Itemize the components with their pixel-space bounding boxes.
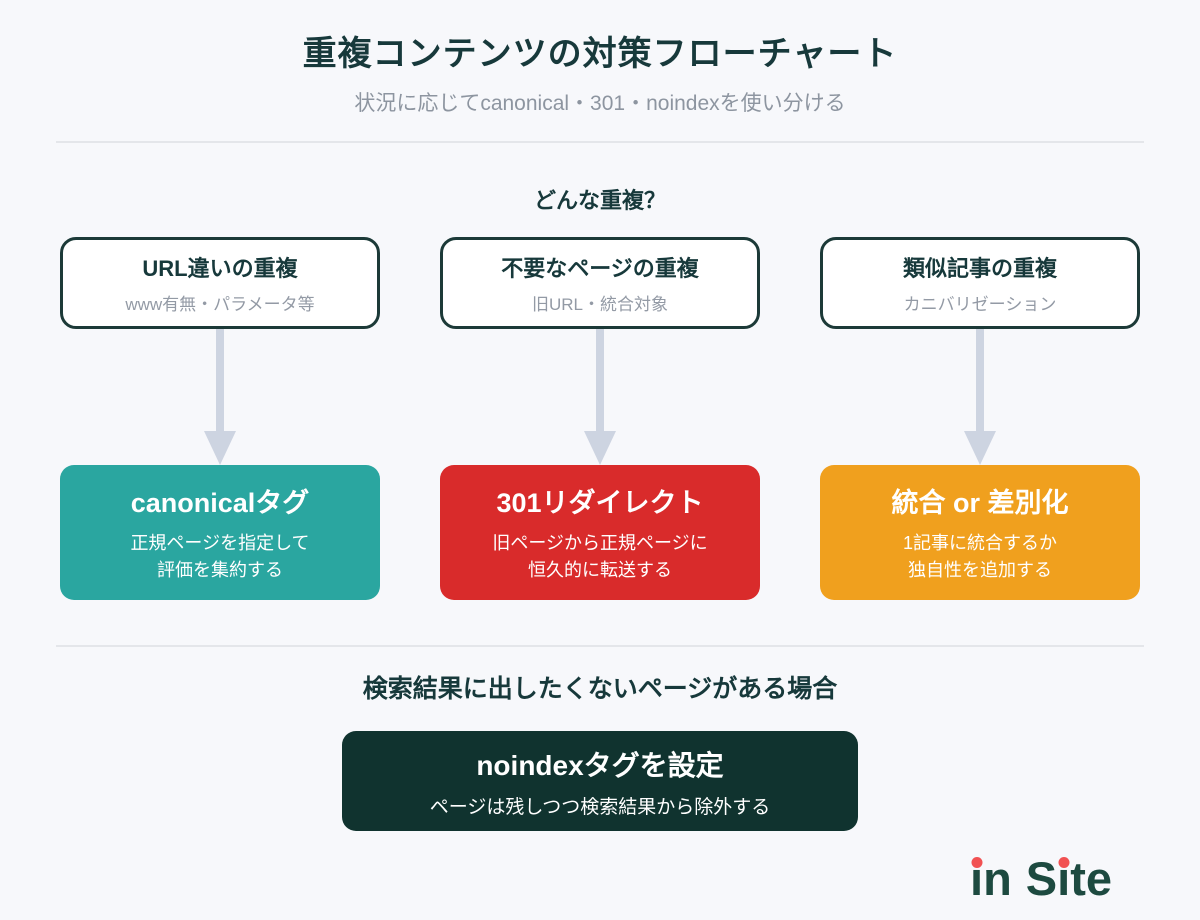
solution-card-canonical: canonicalタグ 正規ページを指定して 評価を集約する <box>60 465 380 600</box>
cause-card-url-duplicate: URL違いの重複 www有無・パラメータ等 <box>60 237 380 329</box>
question-heading: どんな重複？ <box>533 188 666 213</box>
cause-subtitle: カニバリゼーション <box>903 295 1057 314</box>
noindex-card-title: noindexタグを設定 <box>476 749 724 781</box>
logo-red-dot-icon <box>971 857 983 868</box>
logo-letters-te: te <box>1070 852 1112 905</box>
down-arrow-icon <box>584 329 616 465</box>
logo-red-dot-icon <box>1058 857 1070 868</box>
cause-title: 不要なページの重複 <box>501 256 699 281</box>
solution-title: 301リダイレクト <box>496 488 704 518</box>
arrow-head <box>584 431 616 465</box>
noindex-card: noindexタグを設定 ページは残しつつ検索結果から除外する <box>342 731 858 831</box>
solution-title: 統合 or 差別化 <box>891 488 1069 518</box>
section-divider <box>56 645 1144 647</box>
flow-column-unneeded-page: 不要なページの重複 旧URL・統合対象 301リダイレクト 旧ページから正規ペー… <box>440 237 760 600</box>
solution-description-line: 1記事に統合するか <box>902 533 1057 553</box>
arrow-head <box>204 431 236 465</box>
down-arrow-icon <box>964 329 996 465</box>
cause-subtitle: 旧URL・統合対象 <box>531 295 668 314</box>
cause-card-unneeded-page: 不要なページの重複 旧URL・統合対象 <box>440 237 760 329</box>
solution-description-line: 恒久的に転送する <box>528 560 672 580</box>
page-subtitle: 状況に応じてcanonical・301・noindexを使い分ける <box>354 92 846 115</box>
flow-column-url-duplicate: URL違いの重複 www有無・パラメータ等 canonicalタグ 正規ページを… <box>60 237 380 600</box>
logo-letter-i: ı <box>1057 852 1071 905</box>
solution-title: canonicalタグ <box>130 488 310 518</box>
arrow-shaft <box>976 329 984 431</box>
page-title: 重複コンテンツの対策フローチャート <box>302 35 898 73</box>
logo-letter-n: n <box>983 852 1012 905</box>
flow-column-similar-article: 類似記事の重複 カニバリゼーション 統合 or 差別化 1記事に統合するか 独自… <box>820 237 1140 600</box>
solution-description-line: 正規ページを指定して <box>130 533 310 553</box>
solution-description-line: 独自性を追加する <box>908 560 1052 580</box>
cause-subtitle: www有無・パラメータ等 <box>125 295 315 314</box>
solution-card-301-redirect: 301リダイレクト 旧ページから正規ページに 恒久的に転送する <box>440 465 760 600</box>
noindex-section-heading: 検索結果に出したくないページがある場合 <box>362 675 838 703</box>
down-arrow-icon <box>204 329 236 465</box>
solution-card-merge-or-differentiate: 統合 or 差別化 1記事に統合するか 独自性を追加する <box>820 465 1140 600</box>
logo-letter-i: ı <box>970 852 984 905</box>
noindex-card-body: ページは残しつつ検索結果から除外する <box>429 796 771 818</box>
cause-card-similar-article: 類似記事の重複 カニバリゼーション <box>820 237 1140 329</box>
flow-columns: URL違いの重複 www有無・パラメータ等 canonicalタグ 正規ページを… <box>60 237 1140 600</box>
solution-description-line: 評価を集約する <box>157 560 283 580</box>
logo-letter-s: S <box>1025 852 1058 905</box>
arrow-shaft <box>596 329 604 431</box>
cause-title: URL違いの重複 <box>142 256 298 281</box>
arrow-head <box>964 431 996 465</box>
solution-description-line: 旧ページから正規ページに <box>492 533 708 553</box>
arrow-shaft <box>216 329 224 431</box>
cause-title: 類似記事の重複 <box>902 256 1057 281</box>
header-divider <box>56 141 1144 143</box>
